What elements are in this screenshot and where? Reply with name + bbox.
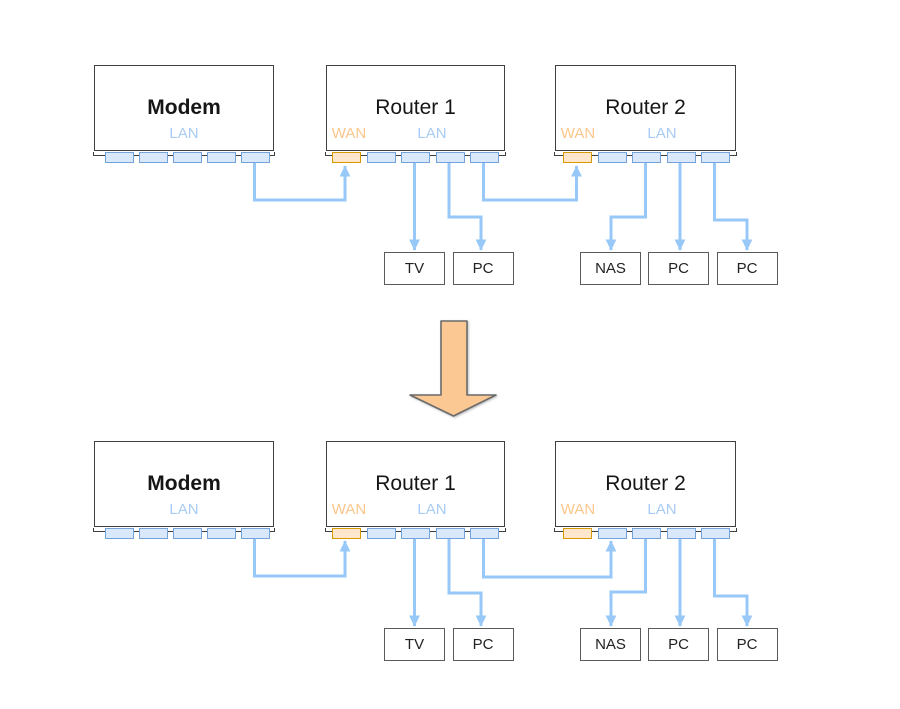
router1-box-before: Router 1 WAN LAN bbox=[325, 65, 506, 163]
device-pc-3-after: PC bbox=[716, 628, 778, 661]
cable-router1-to-pc-after bbox=[447, 533, 487, 627]
router2-lan-label: LAN bbox=[647, 501, 677, 518]
device-label: NAS bbox=[595, 260, 626, 277]
modem-title: Modem bbox=[147, 96, 221, 119]
router1-lan-port-1-after bbox=[366, 527, 396, 539]
router1-title: Router 1 bbox=[375, 96, 456, 119]
modem-lan-port-2-after bbox=[139, 527, 168, 539]
router1-lan-port-1-before bbox=[366, 151, 396, 163]
cable-modem-to-router1-wan-before bbox=[253, 157, 351, 202]
modem-box-after: Modem LAN bbox=[93, 441, 275, 539]
router1-lan-port-2-after bbox=[401, 527, 430, 539]
router1-lan-port-3-before bbox=[435, 151, 465, 163]
device-pc-1-before: PC bbox=[452, 252, 514, 285]
router2-wan-label: WAN bbox=[560, 501, 596, 518]
modem-lan-port-4-after bbox=[207, 527, 236, 539]
modem-lan-port-4-before bbox=[207, 151, 236, 163]
cable-router1-to-pc-before bbox=[447, 157, 487, 251]
device-pc-1-after: PC bbox=[452, 628, 514, 661]
modem-lan-port-1-after bbox=[105, 527, 134, 539]
router1-lan-label: LAN bbox=[417, 501, 447, 518]
device-tv-before: TV bbox=[384, 252, 445, 285]
router1-wan-label: WAN bbox=[331, 501, 367, 518]
device-label: TV bbox=[404, 260, 425, 277]
router1-lan-label: LAN bbox=[417, 125, 447, 142]
device-nas-before: NAS bbox=[580, 252, 641, 285]
device-pc-3-before: PC bbox=[716, 252, 778, 285]
router2-lan-label: LAN bbox=[647, 125, 677, 142]
router2-box-after: Router 2 WAN LAN bbox=[554, 441, 737, 539]
router2-lan-port-3-after bbox=[666, 527, 696, 539]
modem-lan-port-1-before bbox=[105, 151, 134, 163]
router2-title: Router 2 bbox=[605, 472, 686, 495]
modem-lan-port-5-before bbox=[241, 151, 270, 163]
device-label: PC bbox=[472, 260, 494, 277]
device-pc-2-before: PC bbox=[648, 252, 709, 285]
device-label: TV bbox=[404, 636, 425, 653]
router2-wan-port-before bbox=[563, 151, 592, 163]
router2-lan-port-1-after bbox=[597, 527, 627, 539]
device-label: NAS bbox=[595, 636, 626, 653]
router1-wan-port-after bbox=[331, 527, 361, 539]
device-nas-after: NAS bbox=[580, 628, 641, 661]
modem-title: Modem bbox=[147, 472, 221, 495]
router1-lan-port-4-after bbox=[470, 527, 499, 539]
transition-down-arrow bbox=[409, 320, 497, 417]
cable-modem-to-router1-wan-after bbox=[253, 533, 351, 578]
router2-lan-port-4-after bbox=[701, 527, 730, 539]
router2-lan-port-4-before bbox=[701, 151, 730, 163]
modem-box-before: Modem LAN bbox=[93, 65, 275, 163]
device-tv-after: TV bbox=[384, 628, 445, 661]
cable-router2-to-nas-before bbox=[605, 157, 647, 251]
modem-lan-label: LAN bbox=[169, 125, 199, 142]
router1-wan-port-before bbox=[331, 151, 361, 163]
router2-box-before: Router 2 WAN LAN bbox=[554, 65, 737, 163]
router2-wan-label: WAN bbox=[560, 125, 596, 142]
modem-lan-label: LAN bbox=[169, 501, 199, 518]
router1-lan-port-2-before bbox=[401, 151, 430, 163]
router2-lan-port-2-before bbox=[632, 151, 661, 163]
router2-title: Router 2 bbox=[605, 96, 686, 119]
router2-lan-port-2-after bbox=[632, 527, 661, 539]
cable-router1-to-router2-wan-before bbox=[482, 157, 582, 202]
cable-router1-to-router2-lan-after bbox=[482, 533, 617, 579]
router1-lan-port-4-before bbox=[470, 151, 499, 163]
modem-lan-port-3-before bbox=[173, 151, 202, 163]
device-label: PC bbox=[472, 636, 494, 653]
modem-lan-port-5-after bbox=[241, 527, 270, 539]
modem-lan-port-2-before bbox=[139, 151, 168, 163]
device-label: PC bbox=[736, 636, 758, 653]
cable-router2-to-nas-after bbox=[605, 533, 647, 627]
device-label: PC bbox=[736, 260, 758, 277]
modem-lan-port-3-after bbox=[173, 527, 202, 539]
device-label: PC bbox=[668, 260, 689, 277]
router1-box-after: Router 1 WAN LAN bbox=[325, 441, 506, 539]
router2-wan-port-after bbox=[563, 527, 592, 539]
router1-title: Router 1 bbox=[375, 472, 456, 495]
device-label: PC bbox=[668, 636, 689, 653]
router2-lan-port-3-before bbox=[666, 151, 696, 163]
cable-router2-to-pc3-before bbox=[713, 157, 753, 251]
router1-wan-label: WAN bbox=[331, 125, 367, 142]
router2-lan-port-1-before bbox=[597, 151, 627, 163]
cable-router2-to-pc3-after bbox=[713, 533, 753, 627]
router1-lan-port-3-after bbox=[435, 527, 465, 539]
device-pc-2-after: PC bbox=[648, 628, 709, 661]
